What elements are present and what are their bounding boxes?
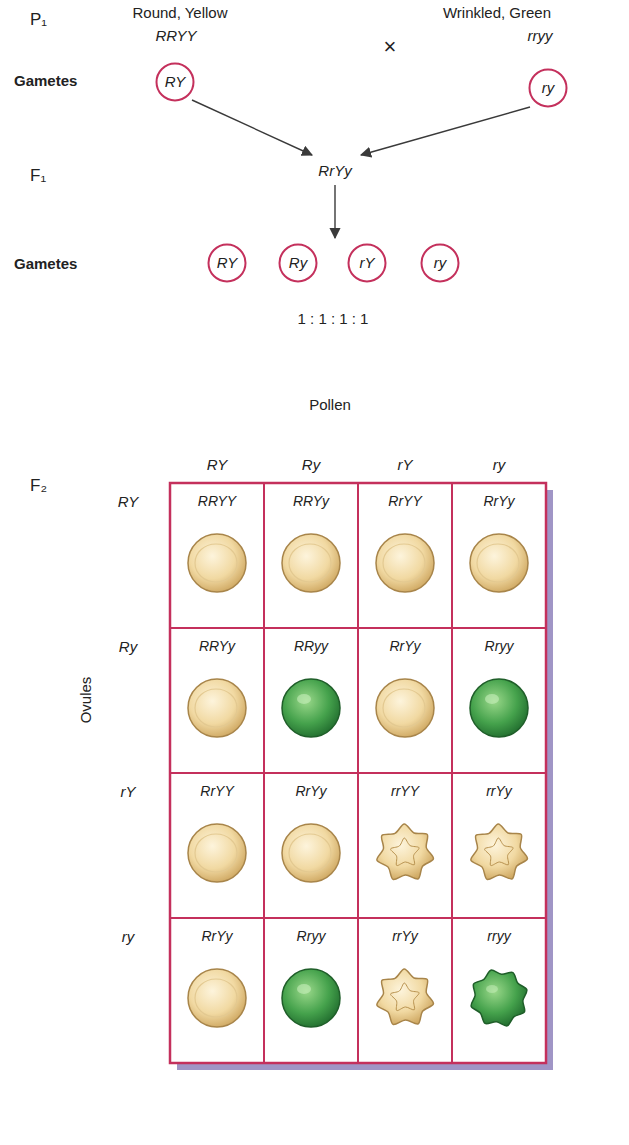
genotype-label: RrYy [318, 162, 351, 180]
generation-label: P₁ [30, 10, 47, 30]
cell-genotype: RRyy [294, 638, 328, 655]
cell-genotype: Rryy [485, 638, 514, 655]
gamete-header: RY [207, 456, 227, 474]
table-grid [170, 483, 546, 1063]
grid-line [170, 772, 546, 774]
phenotype-label: Round, Yellow [132, 4, 227, 22]
cell-genotype: RRYy [199, 638, 235, 655]
circle-outline [422, 245, 459, 282]
cell-genotype: rrYy [486, 783, 512, 800]
row-title: Gametes [14, 72, 77, 90]
genotype-label: rryy [528, 27, 553, 45]
cell-genotype: rryy [487, 928, 510, 945]
cell-genotype: RRYy [293, 493, 329, 510]
gamete-circle: rY [347, 243, 387, 283]
circle-outline [530, 70, 567, 107]
pea-round-yellow [470, 534, 528, 592]
gamete-label: ry [542, 79, 555, 97]
pea-round-yellow [188, 534, 246, 592]
pea-round-yellow [188, 679, 246, 737]
gamete-label: rY [360, 254, 375, 272]
gamete-header: RY [118, 493, 138, 511]
ratio-label: 1 : 1 : 1 : 1 [298, 310, 369, 328]
phenotype-label: Wrinkled, Green [443, 4, 551, 22]
gamete-header: rY [121, 783, 136, 801]
arrow [192, 100, 312, 155]
cross-symbol: × [384, 34, 397, 60]
pea-round-green [470, 679, 528, 737]
pea-round-green [282, 679, 340, 737]
gamete-header: Ry [302, 456, 320, 474]
cell-genotype: RrYy [295, 783, 326, 800]
cell-genotype: RrYy [483, 493, 514, 510]
gamete-label: RY [165, 73, 185, 91]
gamete-label: RY [217, 254, 237, 272]
grid-line [170, 917, 546, 919]
axis-label: Pollen [309, 396, 351, 414]
gamete-circle: RY [207, 243, 247, 283]
cell-genotype: RrYY [388, 493, 421, 510]
cell-genotype: RrYy [389, 638, 420, 655]
pea-wrinkled-yellow [471, 824, 528, 880]
table-border [170, 483, 546, 1063]
pea-round-yellow [282, 824, 340, 882]
gamete-circle: ry [420, 243, 460, 283]
pea-wrinkled-green [471, 970, 527, 1026]
gamete-label: Ry [289, 254, 307, 272]
axis-label: Ovules [77, 677, 95, 724]
cell-genotype: RRYY [198, 493, 236, 510]
cell-genotype: rrYY [391, 783, 419, 800]
gamete-header: rY [398, 456, 413, 474]
gamete-circle: Ry [278, 243, 318, 283]
circle-outline [280, 245, 317, 282]
arrow [361, 107, 530, 155]
circle-outline [157, 64, 194, 101]
gamete-label: ry [434, 254, 447, 272]
genotype-label: RRYY [155, 27, 196, 45]
punnett-square [170, 483, 553, 1070]
pea-round-yellow [188, 824, 246, 882]
gamete-circle: ry [528, 68, 568, 108]
pea-round-yellow [376, 679, 434, 737]
pea-wrinkled-yellow [377, 969, 434, 1025]
cell-genotype: RrYY [200, 783, 233, 800]
cell-genotype: Rryy [297, 928, 326, 945]
circle-outline [349, 245, 386, 282]
peas [188, 534, 528, 1027]
pea-round-yellow [188, 969, 246, 1027]
arrow [334, 185, 335, 238]
gamete-header: Ry [119, 638, 137, 656]
pea-round-green [282, 969, 340, 1027]
circle-outline [209, 245, 246, 282]
gamete-header: ry [493, 456, 506, 474]
pea-round-yellow [282, 534, 340, 592]
row-title: Gametes [14, 255, 77, 273]
gamete-header: ry [122, 928, 135, 946]
pea-wrinkled-yellow [377, 824, 434, 880]
cross-arrows [192, 100, 530, 238]
cell-genotype: RrYy [201, 928, 232, 945]
cell-genotype: rrYy [392, 928, 418, 945]
pea-round-yellow [376, 534, 434, 592]
generation-label: F₂ [30, 476, 47, 496]
grid-line [170, 627, 546, 629]
generation-label: F₁ [30, 166, 46, 186]
gamete-circle: RY [155, 62, 195, 102]
